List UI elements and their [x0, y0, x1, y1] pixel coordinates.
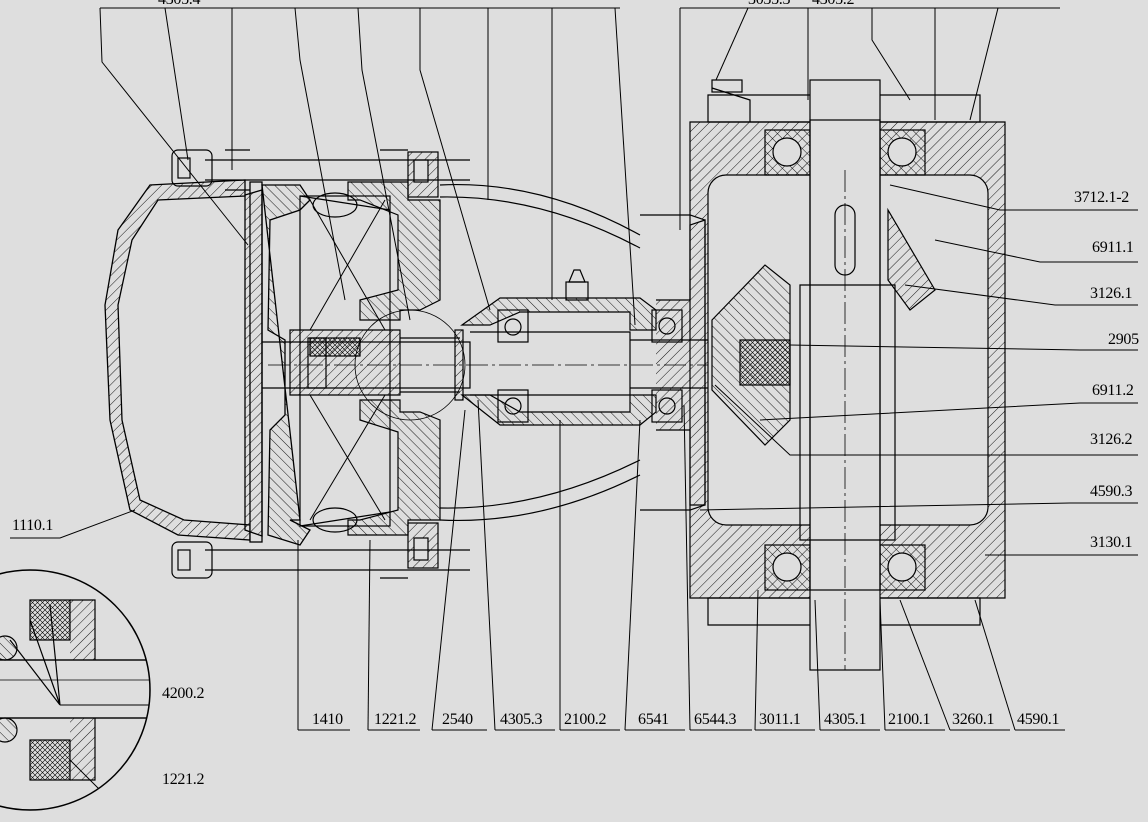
bottom-label-4305-1: 4305.1 — [824, 711, 867, 728]
bearing-housing — [460, 219, 706, 506]
right-label-6911-1: 6911.1 — [1092, 239, 1134, 256]
right-label-2905: 2905 — [1108, 331, 1139, 348]
right-label-3130-1: 3130.1 — [1090, 534, 1133, 551]
right-label-6911-2: 6911.2 — [1092, 382, 1134, 399]
detail-label-4200-2: 4200.2 — [162, 685, 205, 702]
left-label-1110-1: 1110.1 — [12, 517, 54, 534]
gear-housing — [689, 79, 1006, 671]
bottom-leader-lines — [10, 399, 1065, 731]
right-label-3126-2: 3126.2 — [1090, 431, 1133, 448]
bottom-label-6541: 6541 — [638, 711, 669, 728]
right-leader-lines — [699, 184, 1138, 556]
right-label-4590-3: 4590.3 — [1090, 483, 1133, 500]
bottom-label-1410: 1410 — [312, 711, 343, 728]
rotor-section — [289, 192, 401, 533]
left-housing — [104, 179, 311, 546]
lantern — [439, 184, 691, 522]
bottom-label-2100-1: 2100.1 — [888, 711, 931, 728]
top-label-3: 3035.3 — [748, 0, 791, 8]
bottom-label-4590-1: 4590.1 — [1017, 711, 1060, 728]
tie-bolts — [171, 149, 470, 579]
bottom-label-2540: 2540 — [442, 711, 473, 728]
bottom-label-4305-3: 4305.3 — [500, 711, 543, 728]
shaft — [262, 309, 820, 421]
top-leader-lines — [99, 7, 1060, 326]
top-label-1: 4305.4 — [158, 0, 201, 8]
right-label-3126-1: 3126.1 — [1090, 285, 1133, 302]
bottom-label-3011-1: 3011.1 — [759, 711, 801, 728]
right-label-3712-1-2: 3712.1-2 — [1074, 189, 1129, 206]
top-label-2: 4305.2 — [812, 0, 855, 8]
detail-label-1221-2: 1221.2 — [162, 771, 205, 788]
bottom-label-6544-3: 6544.3 — [694, 711, 737, 728]
detail-circle — [0, 569, 151, 811]
motor-flange — [347, 151, 441, 569]
bottom-label-2100-2: 2100.2 — [564, 711, 607, 728]
bottom-label-3260-1: 3260.1 — [952, 711, 995, 728]
bottom-label-1221-2: 1221.2 — [374, 711, 417, 728]
